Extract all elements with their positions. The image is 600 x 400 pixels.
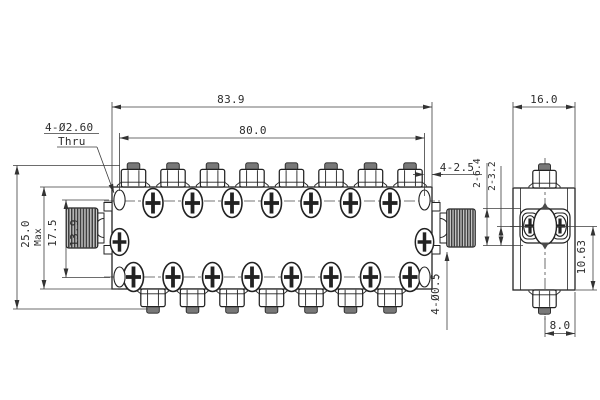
dim-flange-dia: 2-3.2 (487, 161, 498, 191)
dim-flange-spacing: 2-6.4 (472, 158, 483, 188)
dim-center-height: 10.63 (575, 240, 588, 275)
dim-depth: 16.0 (530, 93, 558, 106)
connector-face (532, 206, 558, 246)
side-view (510, 158, 576, 320)
dim-hole-callout-note: Thru (58, 135, 86, 148)
dim-pin-callout: 4-Ø0.5 (429, 273, 442, 315)
connector-tab (103, 202, 113, 212)
side-bottom-nut (528, 289, 561, 315)
bottom-tuning-nuts (136, 288, 407, 314)
connector-key-bottom (540, 242, 550, 250)
dim-row-spacing: 13.9 (68, 219, 81, 247)
dim-max-height-qualifier: Max (33, 228, 44, 246)
connector-tab (431, 202, 441, 212)
dim-edge-offset: 4-2.5 (440, 161, 475, 174)
side-top-nut (528, 163, 561, 189)
mount-hole (113, 266, 126, 288)
left-edge-screw (109, 227, 130, 257)
right-edge-screw (414, 227, 435, 257)
dim-overall-length: 83.9 (217, 93, 245, 106)
dim-body-height: 17.5 (46, 219, 59, 247)
connector-knurl (446, 208, 476, 248)
front-dimensions: 83.9 80.0 4-Ø2.60 Thru 4-2.5 25.0 Max 17… (13, 93, 482, 330)
left-connector (65, 202, 113, 255)
mount-hole (113, 189, 126, 211)
dim-max-height: 25.0 (19, 220, 32, 248)
right-connector (431, 202, 476, 255)
top-cover-screws (142, 187, 401, 219)
front-view (65, 162, 476, 314)
side-dimensions: 16.0 2-6.4 2-3.2 10.63 8.0 (472, 93, 597, 337)
dim-hole-callout: 4-Ø2.60 (45, 121, 93, 134)
dim-half-depth: 8.0 (550, 319, 571, 332)
connector-key-top (540, 202, 550, 210)
top-tuning-nuts (116, 162, 427, 188)
dim-hole-spacing: 80.0 (239, 124, 267, 137)
